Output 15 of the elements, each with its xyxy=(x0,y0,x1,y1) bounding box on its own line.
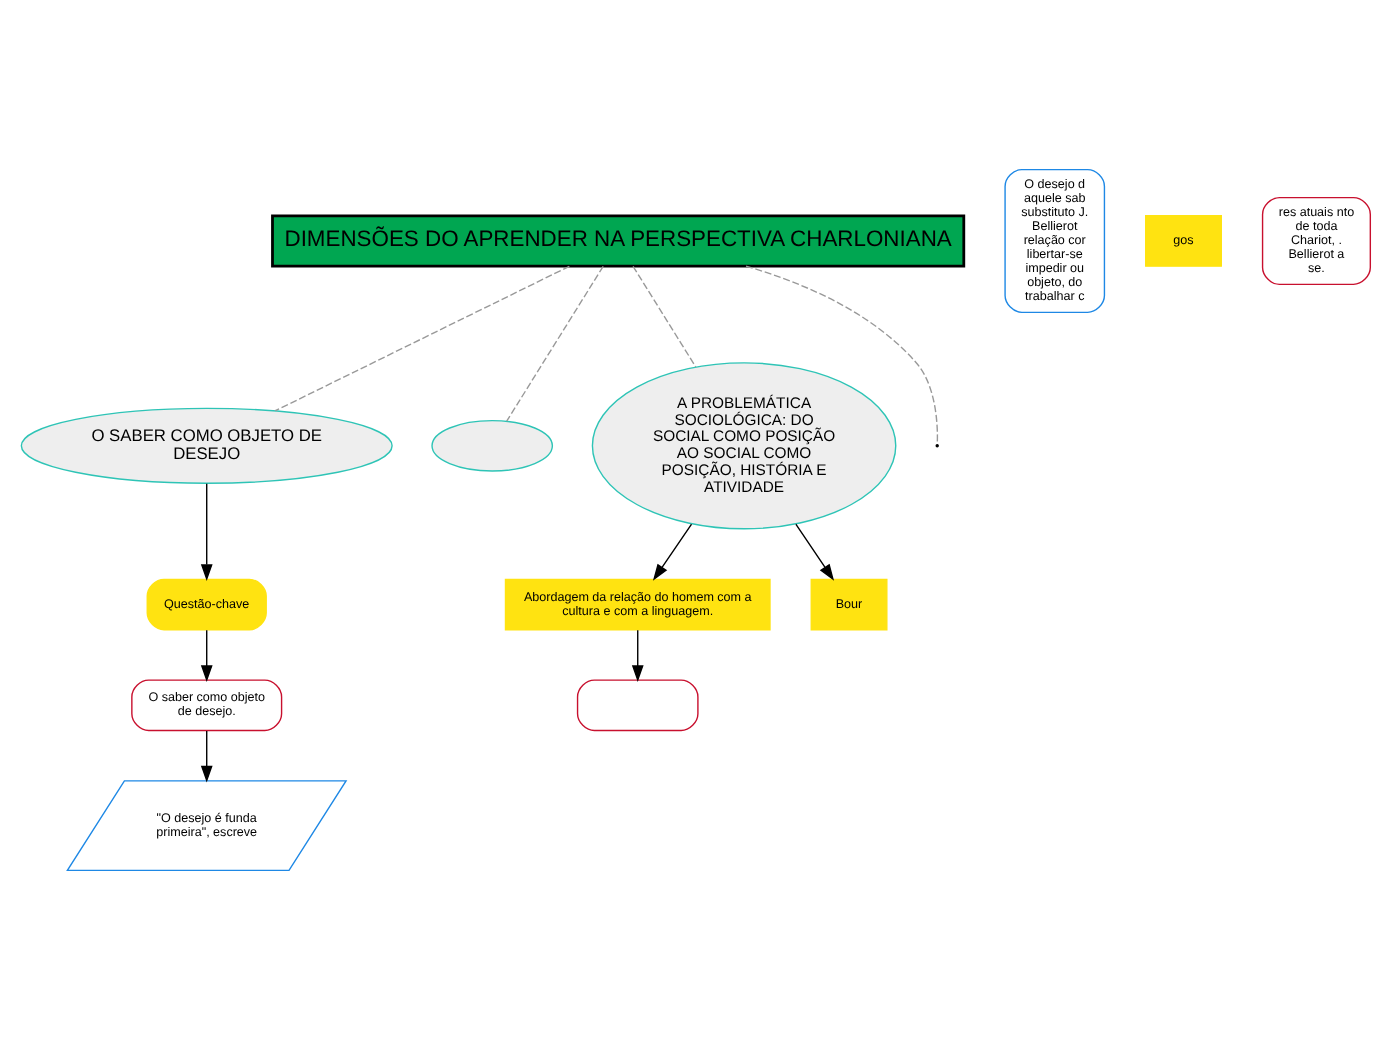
connector xyxy=(632,265,697,368)
arrow xyxy=(200,730,213,783)
node-box xyxy=(576,679,699,732)
arrow xyxy=(200,483,213,582)
node-ellipse xyxy=(431,419,554,472)
node-ellipse: O SABER COMO OBJETO DE DESEJO xyxy=(20,407,393,484)
arrow xyxy=(795,523,835,581)
connector xyxy=(274,265,571,412)
node-ellipse: A PROBLEMÁTICA SOCIOLÓGICA: DO SOCIAL COMO POSIÇÃO AO SOCIAL COMO POSIÇÃO, HISTÓRIA E ATIVIDADE xyxy=(591,362,897,530)
connector xyxy=(506,265,604,422)
node-box: DIMENSÕES DO APRENDER NA PERSPECTIVA CHARLONIANA xyxy=(271,214,966,268)
arrow xyxy=(652,523,693,581)
arrow xyxy=(631,629,644,683)
connector xyxy=(745,265,939,445)
arrow xyxy=(200,629,213,683)
